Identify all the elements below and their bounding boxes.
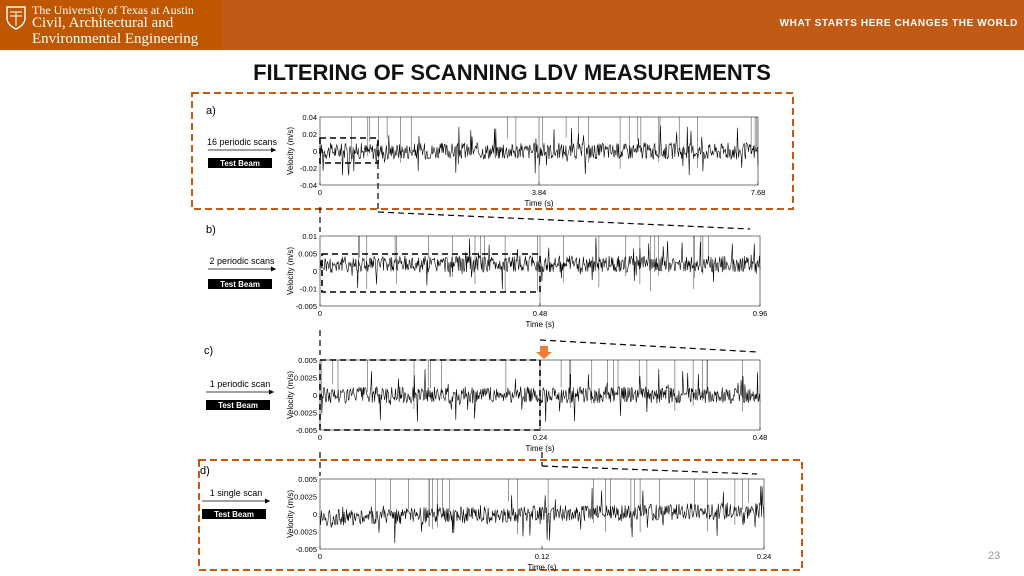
y-tick-label: 0.005 <box>298 356 317 365</box>
x-tick-label: 7.68 <box>751 188 766 197</box>
panel-label-a: a) <box>206 105 216 117</box>
scan-label-c: 1 periodic scan <box>210 379 271 389</box>
slide-title: FILTERING OF SCANNING LDV MEASUREMENTS <box>253 60 771 85</box>
highlight-box-a <box>191 92 794 210</box>
panel-label-c: c) <box>204 345 213 357</box>
arrowhead-icon <box>269 389 274 395</box>
orange-arrow-icon <box>536 346 552 359</box>
zoom-box-c <box>319 359 541 431</box>
test-beam-bar <box>206 400 270 410</box>
zoom-box-a <box>319 137 379 164</box>
y-axis-label-d: Velocity (m/s) <box>286 490 295 538</box>
y-tick-label: 0.04 <box>302 113 317 122</box>
y-tick-label: -0.005 <box>296 545 317 554</box>
test-beam-label: Test Beam <box>220 280 260 289</box>
y-tick-label: 0.02 <box>302 130 317 139</box>
y-tick-label: -0.04 <box>300 181 317 190</box>
arrowhead-icon <box>271 147 276 153</box>
y-tick-label: -0.005 <box>296 426 317 435</box>
test-beam-bar <box>208 158 272 168</box>
y-tick-label: 0.0025 <box>294 374 317 383</box>
university-logo[interactable]: The University of Texas at Austin Civil,… <box>0 0 222 50</box>
test-beam-label: Test Beam <box>214 510 254 519</box>
arrowhead-icon <box>271 266 276 272</box>
y-tick-label: -0.0025 <box>292 409 317 418</box>
x-tick-label: 0.96 <box>753 309 768 318</box>
x-tick-label: 0.48 <box>753 433 768 442</box>
scan-label-d: 1 single scan <box>210 488 263 498</box>
x-tick-label: 0 <box>318 309 322 318</box>
y-axis-label-c: Velocity (m/s) <box>286 371 295 419</box>
connector-b-c-right <box>539 339 759 353</box>
test-beam-bar <box>202 509 266 519</box>
y-tick-label: -0.0025 <box>292 528 317 537</box>
x-axis-label-b: Time (s) <box>525 320 554 329</box>
x-tick-label: 0 <box>318 552 322 561</box>
y-tick-label: 0 <box>313 510 317 519</box>
panel-label-b: b) <box>206 224 216 236</box>
x-axis-label-c: Time (s) <box>525 444 554 453</box>
department-line-1: Civil, Architectural and <box>32 15 174 31</box>
scan-label-b: 2 periodic scans <box>209 256 275 266</box>
x-tick-label: 0 <box>318 188 322 197</box>
x-tick-label: 0.12 <box>535 552 550 561</box>
highlight-box-d <box>198 459 803 571</box>
y-tick-label: 0.01 <box>302 232 317 241</box>
x-axis-label-a: Time (s) <box>524 199 553 208</box>
header-bar: The University of Texas at Austin Civil,… <box>0 0 1024 50</box>
y-tick-label: 0 <box>313 267 317 276</box>
page-number: 23 <box>988 550 1001 562</box>
x-tick-label: 0 <box>318 433 322 442</box>
zoom-box-b <box>321 253 541 293</box>
y-tick-label: 0.0025 <box>294 493 317 502</box>
test-beam-label: Test Beam <box>220 159 260 168</box>
y-axis-label-b: Velocity (m/s) <box>286 247 295 295</box>
scan-label-a: 16 periodic scans <box>207 137 278 147</box>
connector-c-d-right <box>541 465 758 475</box>
shield-icon <box>6 6 26 30</box>
test-beam-bar <box>208 279 272 289</box>
y-tick-label: 0.005 <box>298 475 317 484</box>
x-tick-label: 0.24 <box>757 552 772 561</box>
connector-a-b-right <box>377 211 751 230</box>
test-beam-label: Test Beam <box>218 401 258 410</box>
y-tick-label: 0 <box>313 391 317 400</box>
y-tick-label: 0.005 <box>298 250 317 259</box>
x-axis-label-d: Time (s) <box>527 563 556 572</box>
x-tick-label: 0.24 <box>533 433 548 442</box>
arrowhead-icon <box>265 498 270 504</box>
y-tick-label: -0.01 <box>300 285 317 294</box>
tagline: WHAT STARTS HERE CHANGES THE WORLD <box>779 18 1018 29</box>
zoom-connectors <box>319 163 759 476</box>
velocity-signal-d <box>319 485 765 543</box>
x-tick-label: 0.48 <box>533 309 548 318</box>
x-tick-label: 3.84 <box>532 188 547 197</box>
department-line-2: Environmental Engineering <box>32 31 199 47</box>
y-tick-label: -0.005 <box>296 302 317 311</box>
panel-label-d: d) <box>200 465 210 477</box>
y-axis-label-a: Velocity (m/s) <box>286 127 295 175</box>
university-name: The University of Texas at Austin <box>32 3 194 17</box>
y-tick-label: -0.02 <box>300 164 317 173</box>
y-tick-label: 0 <box>313 147 317 156</box>
